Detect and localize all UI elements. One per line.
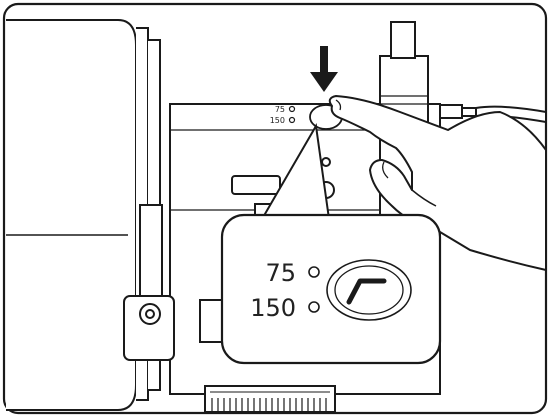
- machine-label-75: 75: [275, 105, 285, 114]
- mode-button-inner: [334, 265, 404, 315]
- pointing-hand: [328, 95, 547, 271]
- arrow-down-icon: [310, 46, 338, 92]
- base-knob: [204, 385, 336, 413]
- lever-bracket: [123, 204, 225, 361]
- indicator-75: [308, 266, 320, 278]
- callout-panel: 75 150: [220, 213, 442, 365]
- callout-label-75: 75: [265, 259, 296, 287]
- bevel-mode-icon: [346, 278, 387, 305]
- callout-label-150: 150: [250, 294, 296, 322]
- machine-label-150: 150: [270, 116, 285, 125]
- indicator-150: [308, 301, 320, 313]
